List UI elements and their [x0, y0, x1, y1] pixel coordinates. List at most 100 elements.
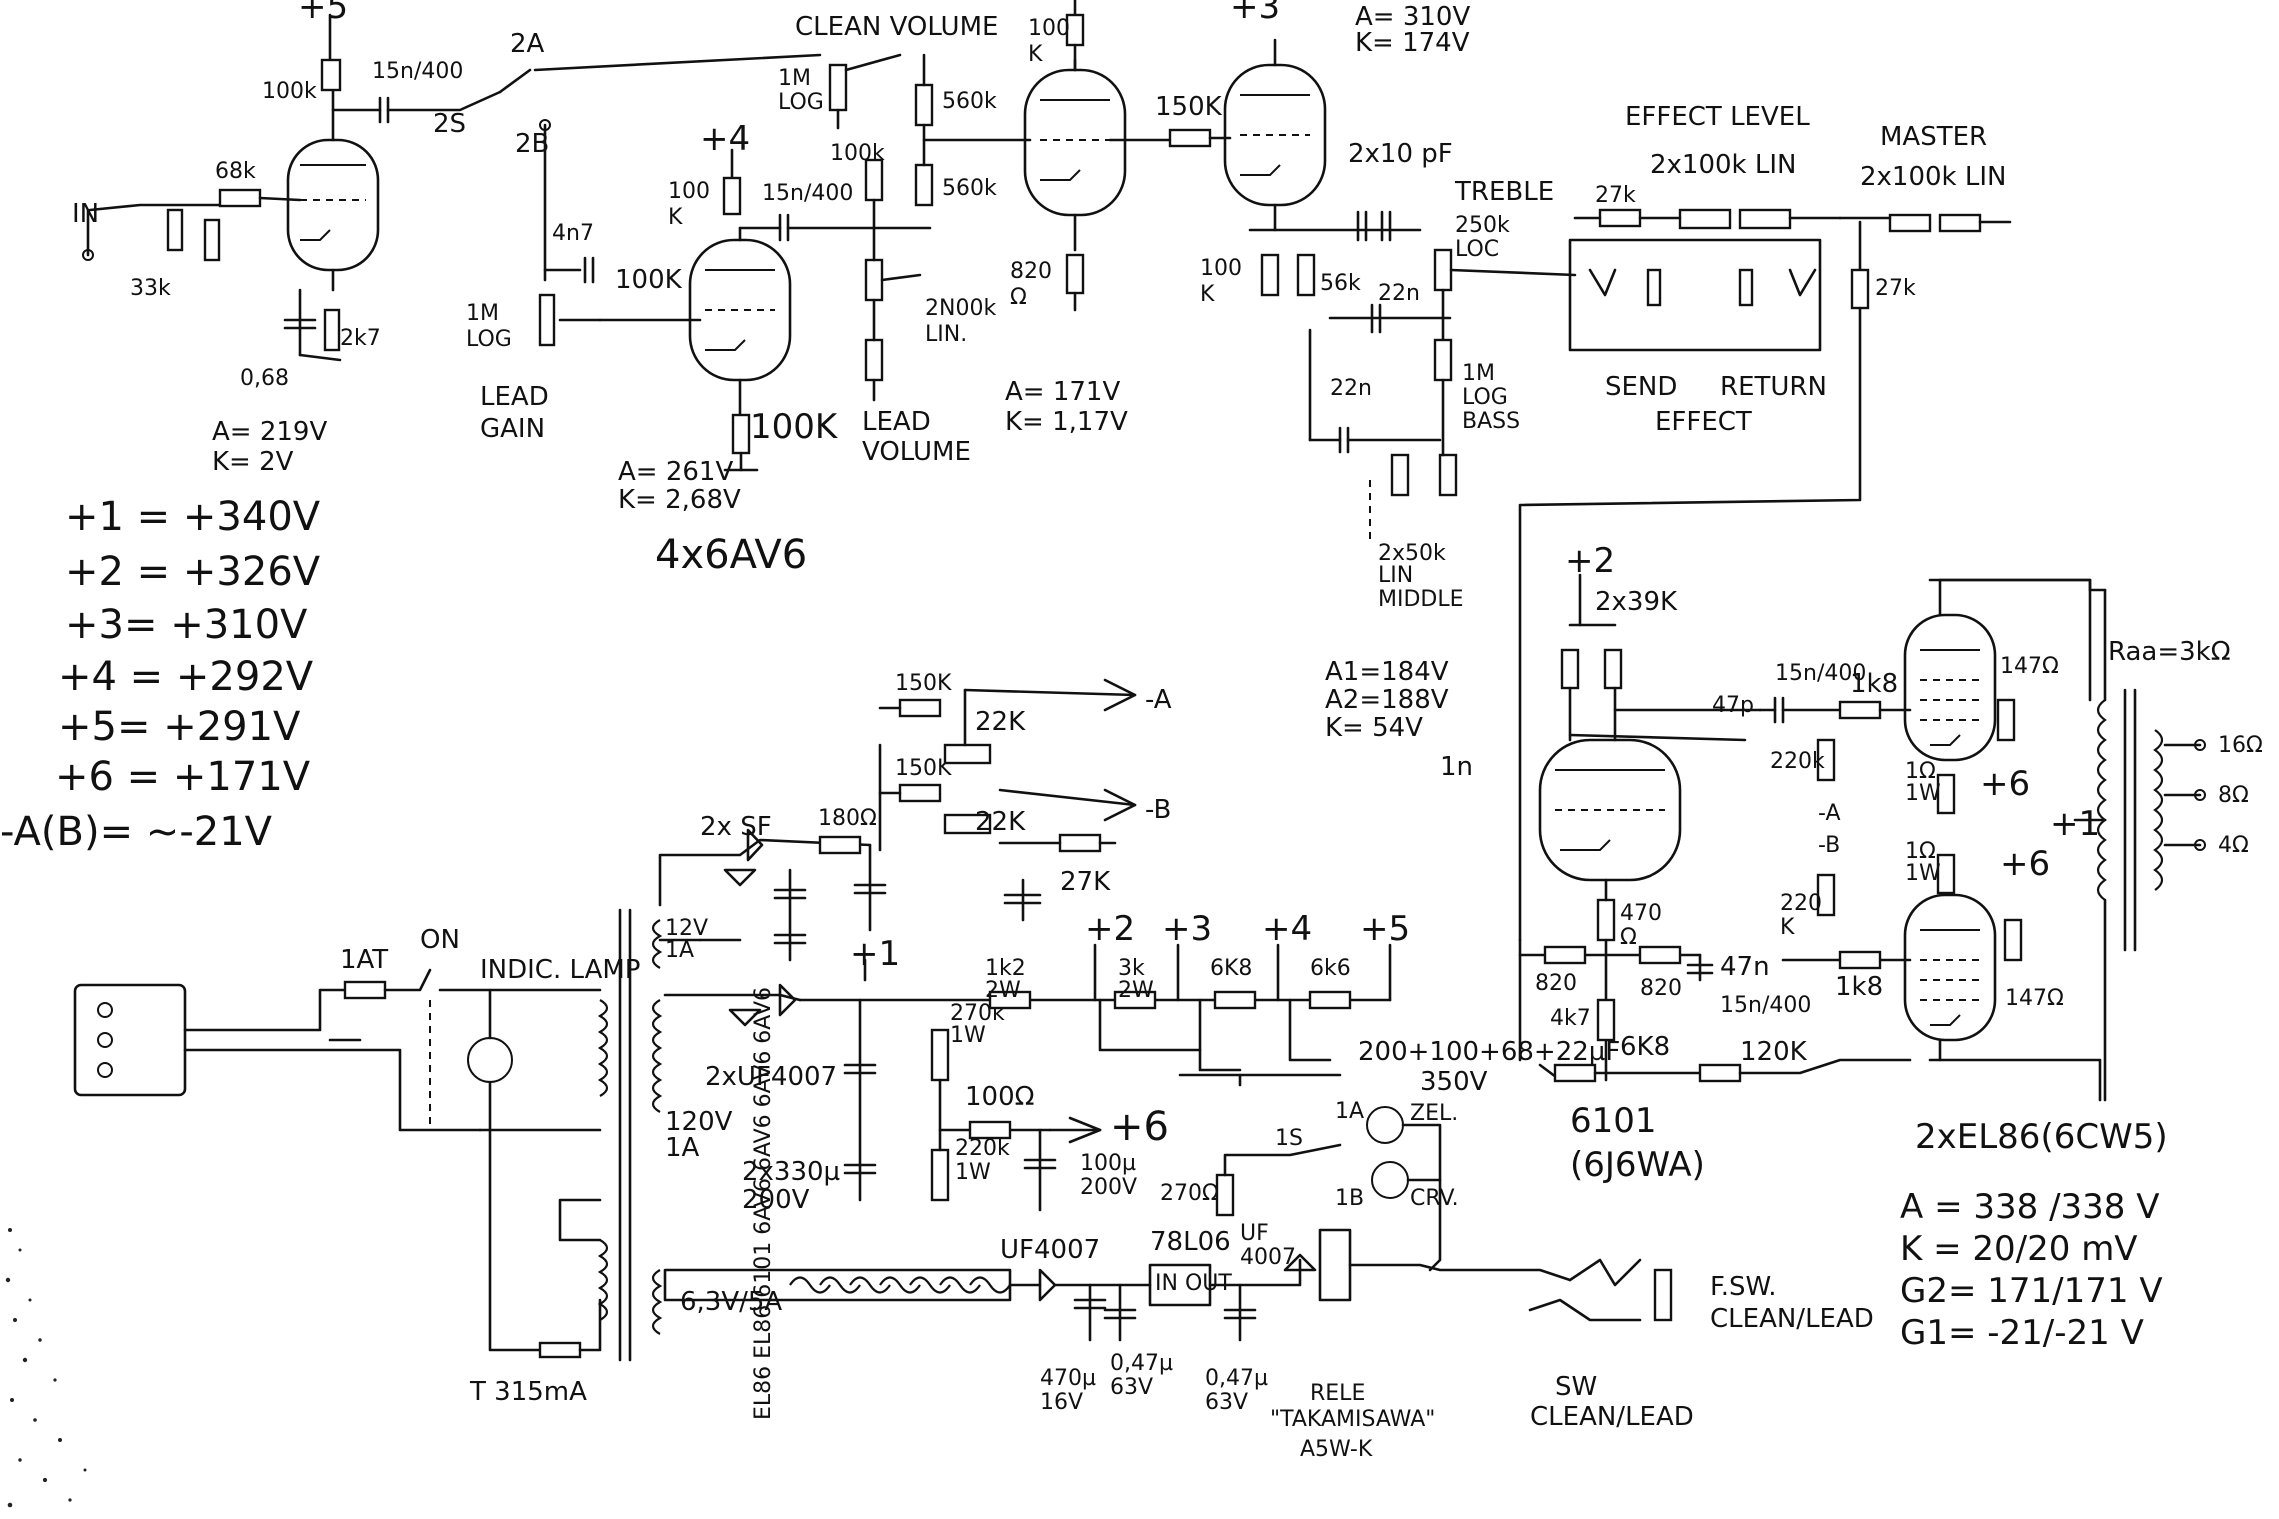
input-r2-label: 33k	[130, 276, 171, 301]
bias-27k	[1058, 833, 1102, 853]
coupling-cap-label: 15n/400	[372, 59, 463, 84]
grid-res-220k-bot	[1816, 873, 1836, 917]
v2-supply-label: +4	[700, 119, 750, 159]
rail-voltages-list: +1 = +340V +2 = +326V +3= +310V +4 = +29…	[0, 494, 321, 855]
fuse-label: 1AT	[340, 945, 388, 975]
return-jack[interactable]	[1738, 268, 1754, 307]
relay-1s-label: 1S	[1275, 1126, 1303, 1151]
pi-cathode-res	[1596, 898, 1616, 942]
lead-cap-label: 4n7	[552, 221, 594, 246]
cath-top-label: 147Ω	[2000, 654, 2059, 679]
led-green	[1366, 1106, 1404, 1144]
lead-volume-pot-a[interactable]	[864, 258, 884, 302]
bias-pot-a[interactable]	[943, 743, 992, 765]
bias-resistor	[818, 835, 862, 855]
pi-cap-label: 47n	[1720, 952, 1770, 982]
relay-label: RELE"TAKAMISAWA"A5W-K	[1270, 1381, 1435, 1462]
r-27k-fx	[1598, 208, 1642, 228]
output-tubes-label: 2xEL86(6CW5)	[1915, 1117, 2168, 1157]
treble-label: TREBLE	[1454, 177, 1554, 207]
raa-label: Raa=3kΩ	[2108, 637, 2231, 667]
grid-leak-resistor	[166, 208, 184, 252]
treble-pot[interactable]	[1433, 248, 1453, 292]
preamp-section: +5 100k 15n/400 2A 2B 2S 68k IN 33k 0,68…	[72, 0, 2012, 942]
grid-stop-bot-label: 1k8	[1835, 972, 1883, 1002]
tube-v4	[1223, 38, 1327, 232]
scan-noise	[5, 1228, 87, 1508]
hv-diodes-label: 2xUF4007	[705, 1062, 837, 1092]
rail-neg: -A(B)= ~-21V	[0, 809, 273, 855]
rail-2: +2 = +326V	[65, 549, 321, 595]
mains-fuse	[343, 980, 387, 1000]
v3-cathode-resistor	[1065, 253, 1085, 295]
r-100	[968, 1120, 1012, 1140]
master-pot-b[interactable]	[1938, 213, 1982, 233]
out-a-label: -A	[1145, 685, 1172, 715]
bias-150k-a-label: 150K	[895, 671, 952, 696]
lead-volume-pot-b[interactable]	[864, 338, 884, 382]
v1-plate-resistor	[320, 58, 342, 92]
screen-top-res	[1936, 773, 1956, 815]
bass-pot[interactable]	[1433, 338, 1453, 382]
bias-diodes-label: 2x SF	[700, 812, 772, 842]
middle-pot-a[interactable]	[1390, 453, 1410, 497]
cap-15n-top-label: 15n/400	[1775, 661, 1866, 686]
switch-2b-label: 2B	[515, 129, 549, 159]
lead-gain-pot[interactable]	[538, 293, 556, 347]
pi-plate-res-a	[1560, 648, 1580, 690]
effect-level-pot-a[interactable]	[1678, 208, 1732, 230]
reg-io-label: IN OUT	[1155, 1271, 1232, 1296]
send-jack[interactable]	[1646, 268, 1662, 307]
r-120k-label: 120K	[1740, 1037, 1808, 1067]
neg-a-label: -A	[1818, 801, 1841, 826]
clean-volume-label: CLEAN VOLUME	[795, 12, 998, 42]
bias-pot-b[interactable]	[943, 813, 992, 835]
effect-level-pot-b[interactable]	[1738, 208, 1792, 230]
footswitch-jack[interactable]	[1653, 1268, 1673, 1322]
tap-16-label: 16Ω	[2218, 733, 2263, 758]
v4-cathode-resistor	[1260, 253, 1280, 297]
primary-fuse	[538, 1341, 582, 1359]
mains-inlet[interactable]	[73, 983, 187, 1097]
r-560k-a	[914, 83, 934, 127]
tube-pi	[1538, 738, 1682, 882]
return-label: RETURN	[1720, 372, 1827, 402]
cathode-resistor	[323, 308, 341, 352]
pi-tail-c-label: 4k7	[1550, 1006, 1591, 1031]
node-5-label: +5	[1360, 909, 1410, 949]
relay-1a-label: 1A	[1335, 1099, 1364, 1124]
master-pot-a[interactable]	[1888, 213, 1932, 233]
r-56k	[1296, 253, 1316, 297]
cap-47p-label: 47p	[1712, 693, 1754, 718]
r-1k2	[988, 990, 1032, 1010]
clean-volume-pot[interactable]	[828, 63, 848, 112]
bias-150k-a	[898, 698, 942, 718]
reg-label: 78L06	[1150, 1227, 1231, 1257]
fx-loop-frame	[1568, 238, 1822, 352]
middle-pot-b[interactable]	[1438, 453, 1458, 497]
r-100k-mid-label: 100k	[830, 141, 885, 166]
r-100k-mid	[864, 158, 884, 202]
r-6k8b	[1553, 1063, 1597, 1083]
series-150k-label: 150K	[1155, 92, 1223, 122]
fuse-t-label: T 315mA	[469, 1377, 587, 1407]
send-label: SEND	[1605, 372, 1677, 402]
